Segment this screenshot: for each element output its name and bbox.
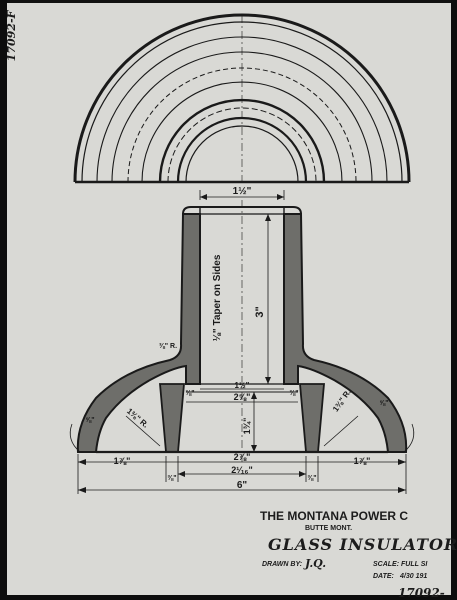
- dim-right-base: 1⅞": [354, 456, 371, 466]
- drawn-by-value: J.Q.: [303, 557, 326, 570]
- dim-right-rim: ⅝": [379, 400, 388, 407]
- dim-bore-mid: 2⅝": [234, 392, 251, 402]
- scale-label: SCALE:: [373, 561, 399, 568]
- outline-lines: [69, 200, 415, 462]
- drawing-number-bottom: 17092-: [398, 586, 445, 600]
- dim-left-corner: ⅜": [185, 390, 194, 397]
- paper: [6, 3, 453, 596]
- dimension-arrows: [78, 194, 406, 493]
- dim-base-inner: 2¹⁄₁₆": [231, 465, 253, 475]
- date-label: DATE:: [373, 573, 394, 580]
- dim-top-width: 1½": [233, 186, 252, 197]
- dimension-lines: [77, 190, 407, 494]
- drawing-number-side: 17092-F: [5, 9, 18, 61]
- dim-left-rim: ⅝": [85, 417, 94, 424]
- dim-inner-height: 3": [254, 306, 266, 317]
- dim-bore-bottom: 1½": [235, 381, 250, 390]
- sheet-bottom-edge: [0, 595, 457, 600]
- sheet-right-edge: [451, 0, 457, 600]
- drawn-by-label: DRAWN BY:: [262, 561, 302, 568]
- dim-taper-note: ⅛" Taper on Sides: [212, 254, 223, 341]
- dim-left-base: 1⅞": [114, 456, 131, 466]
- dim-right-corner: ⅜": [289, 390, 298, 397]
- drawing-title: GLASS INSULATOR: [268, 535, 457, 554]
- scale-value: FULL SI: [401, 561, 428, 568]
- company-city: BUTTE MONT.: [305, 525, 352, 532]
- dim-base-mid: 2⅞": [234, 452, 251, 462]
- date-value: 4/30 191: [399, 573, 427, 580]
- dim-pin-height: 1¾": [242, 418, 252, 435]
- dim-overall-width: 6": [237, 480, 248, 491]
- dim-fillet: ⅜" R.: [159, 343, 177, 350]
- plan-view: [73, 13, 411, 184]
- dim-right-skirt: ⅜": [307, 475, 316, 482]
- company-name: THE MONTANA POWER C: [260, 509, 408, 523]
- dim-left-skirt: ⅜": [167, 475, 176, 482]
- sheet-left-edge: [0, 0, 7, 600]
